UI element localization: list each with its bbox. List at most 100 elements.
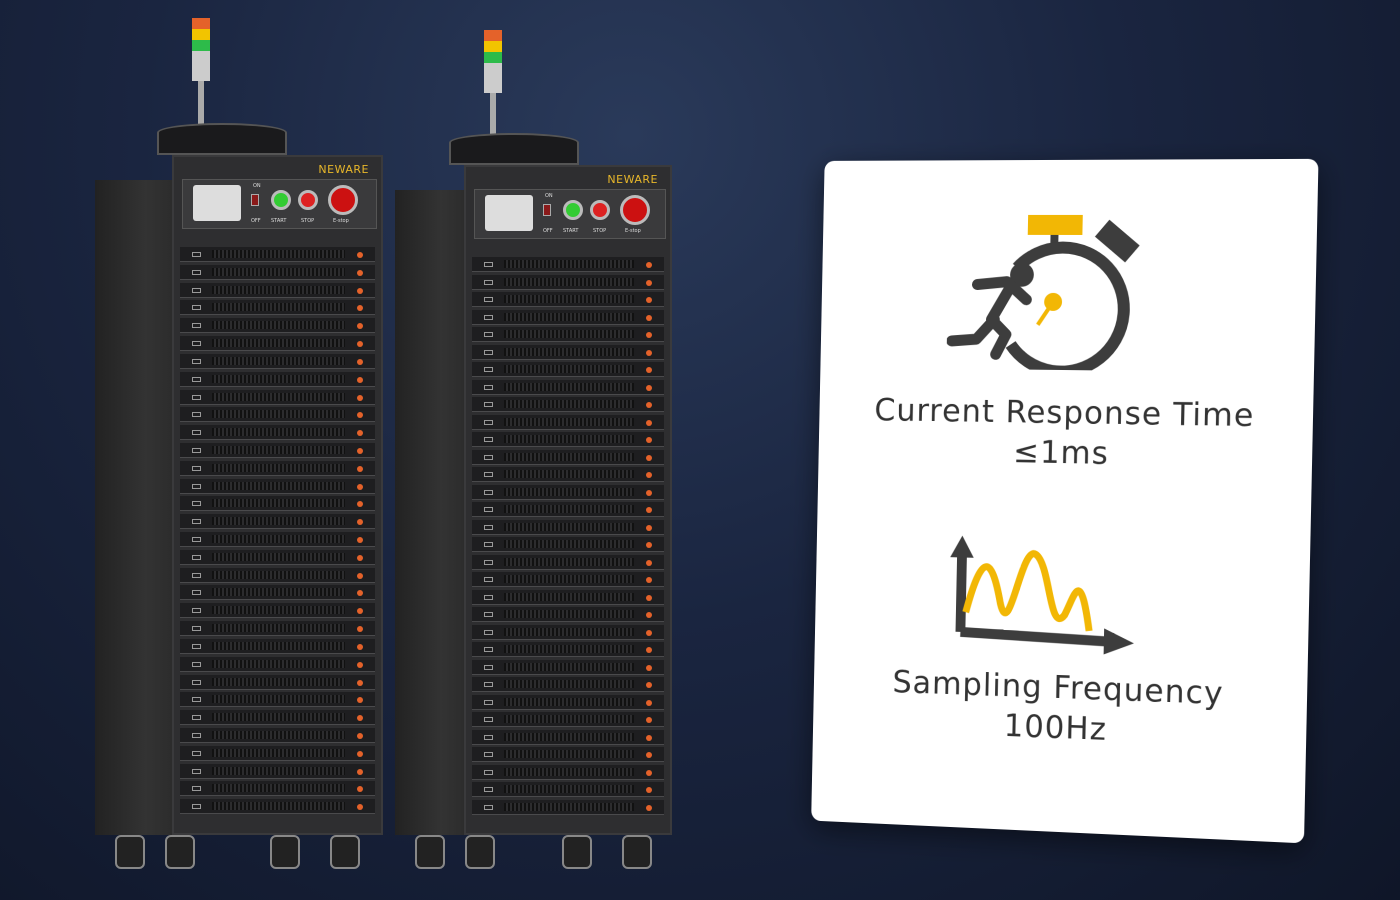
channel-drawer (472, 310, 664, 325)
status-led (646, 420, 652, 426)
top-fan (157, 123, 287, 155)
start-button[interactable] (271, 190, 291, 210)
channel-drawer (180, 390, 375, 405)
brand-logo: NEWARE (607, 173, 658, 186)
channel-drawer (180, 407, 375, 422)
top-fan (449, 133, 579, 165)
emergency-stop-button[interactable] (328, 185, 358, 215)
stop-label: STOP (593, 228, 606, 234)
channel-drawer (472, 590, 664, 605)
status-led (646, 542, 652, 548)
status-led (646, 402, 652, 408)
status-led (646, 525, 652, 531)
status-led (357, 715, 363, 721)
channel-drawer (472, 677, 664, 692)
status-led (357, 305, 363, 311)
status-led (646, 315, 652, 321)
channel-drawer (180, 585, 375, 600)
status-led (357, 680, 363, 686)
status-led (357, 626, 363, 632)
channel-drawer (472, 397, 664, 412)
channel-drawer (180, 675, 375, 690)
caster-wheel (415, 835, 445, 869)
status-led (357, 537, 363, 543)
off-label: OFF (251, 218, 261, 224)
channel-drawer (472, 432, 664, 447)
channel-drawer (472, 642, 664, 657)
channel-drawer (472, 450, 664, 465)
channel-drawer (180, 283, 375, 298)
signal-light-tower (192, 18, 210, 81)
channel-drawer (180, 265, 375, 280)
channel-drawer (472, 712, 664, 727)
channel-drawer (472, 660, 664, 675)
status-led (357, 359, 363, 365)
status-led (646, 717, 652, 723)
channel-drawer (472, 730, 664, 745)
status-led (357, 555, 363, 561)
channel-drawer (472, 765, 664, 780)
status-led (646, 385, 652, 391)
status-led (646, 350, 652, 356)
start-button[interactable] (563, 200, 583, 220)
emergency-stop-button[interactable] (620, 195, 650, 225)
channel-drawer (472, 257, 664, 272)
channel-drawer (472, 625, 664, 640)
status-led (357, 412, 363, 418)
status-led (646, 437, 652, 443)
channel-drawer (180, 532, 375, 547)
status-led (357, 448, 363, 454)
stop-button[interactable] (298, 190, 318, 210)
channel-drawer (180, 425, 375, 440)
cabinet-side (395, 190, 472, 835)
status-led (357, 608, 363, 614)
status-led (646, 630, 652, 636)
status-led (646, 472, 652, 478)
status-led (646, 612, 652, 618)
status-led (646, 262, 652, 268)
channel-drawer (472, 572, 664, 587)
status-led (646, 805, 652, 811)
status-led (357, 466, 363, 472)
status-led (646, 577, 652, 583)
feature1-title: Current Response Time (819, 392, 1313, 435)
waveform-chart-icon (940, 532, 1141, 657)
channel-drawer (180, 799, 375, 814)
status-led (646, 735, 652, 741)
on-label: ON (545, 193, 553, 199)
channel-drawer (472, 782, 664, 797)
channel-drawer (472, 800, 664, 815)
status-led (646, 752, 652, 758)
power-switch[interactable] (251, 194, 259, 206)
channel-drawer (180, 603, 375, 618)
status-led (357, 288, 363, 294)
channel-drawer (180, 336, 375, 351)
feature1-value: ≤1ms (818, 431, 1312, 476)
brand-logo: NEWARE (318, 163, 369, 176)
channel-drawer (180, 621, 375, 636)
channel-drawer (180, 657, 375, 672)
channel-drawer (180, 514, 375, 529)
channel-drawer (472, 537, 664, 552)
status-led (357, 341, 363, 347)
channel-drawer (180, 781, 375, 796)
status-led (357, 662, 363, 668)
status-led (646, 455, 652, 461)
caster-wheel (165, 835, 195, 869)
channel-drawer (180, 461, 375, 476)
stopwatch-runner-icon (946, 210, 1148, 371)
status-led (646, 367, 652, 373)
stop-button[interactable] (590, 200, 610, 220)
channel-drawer (472, 520, 664, 535)
status-led (646, 332, 652, 338)
estop-label: E-stop (625, 228, 641, 234)
start-label: START (271, 218, 286, 224)
channel-drawer (472, 607, 664, 622)
cabinet-front: NEWARE ON OFF START STOP E-stop (464, 165, 672, 835)
cabinet-side (95, 180, 180, 835)
status-led (357, 573, 363, 579)
status-led (646, 490, 652, 496)
channel-drawer (472, 275, 664, 290)
power-switch[interactable] (543, 204, 551, 216)
channel-drawer (472, 292, 664, 307)
